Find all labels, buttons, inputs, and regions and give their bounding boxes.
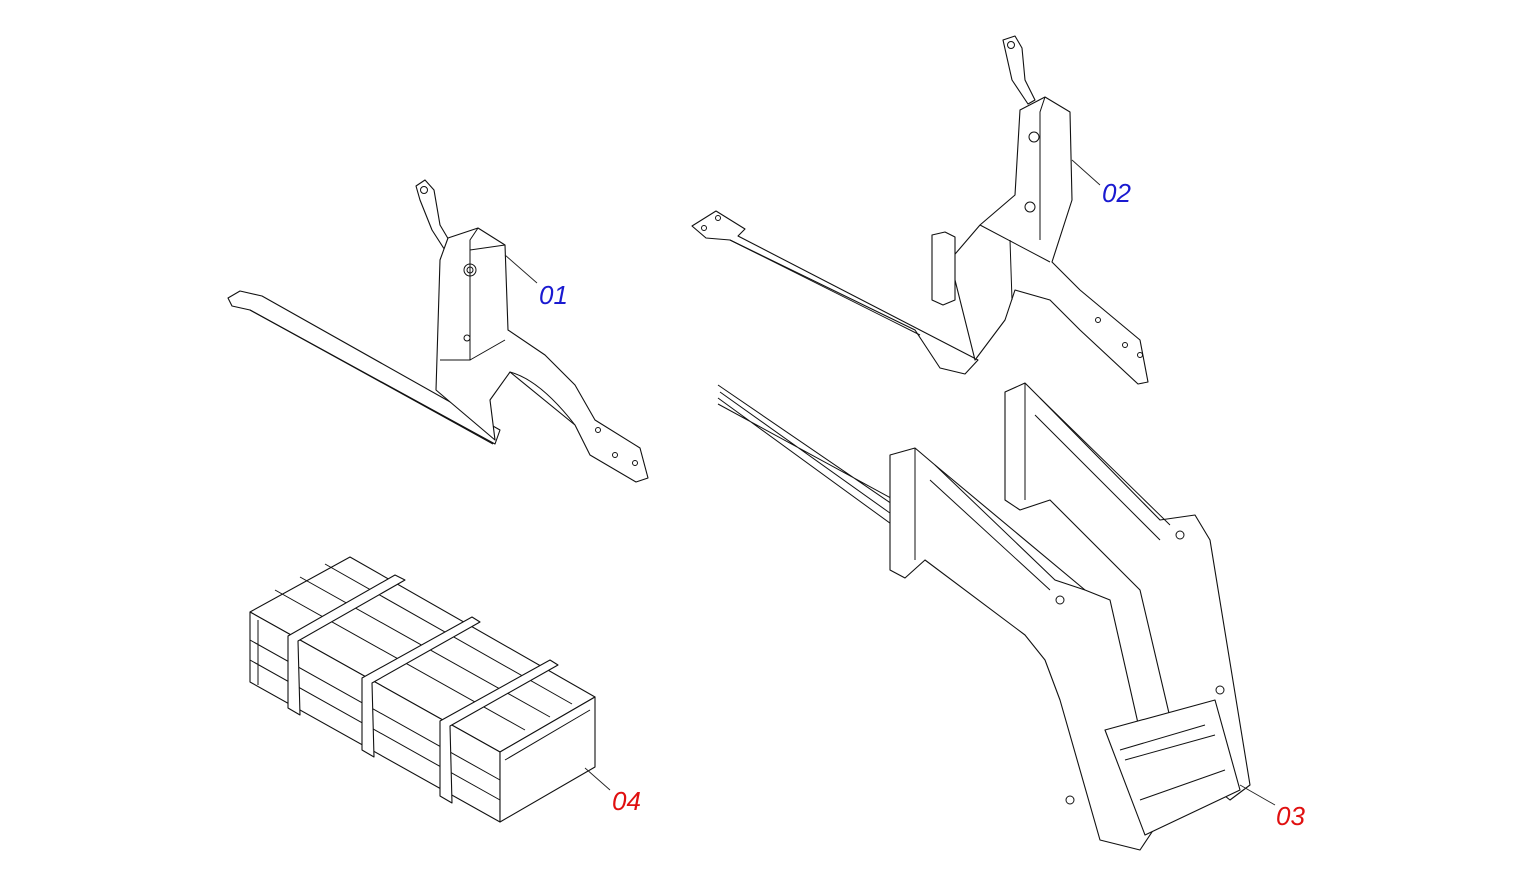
part-label-03: 03 xyxy=(1276,801,1305,831)
loader-frame-03 xyxy=(717,382,1251,851)
mount-bracket-02 xyxy=(691,35,1149,385)
mount-bracket-01 xyxy=(227,179,649,483)
part-label-04: 04 xyxy=(612,786,641,816)
part-label-02: 02 xyxy=(1102,178,1131,208)
part-label-01: 01 xyxy=(539,280,568,310)
leader-lines xyxy=(504,159,1276,806)
crate-04 xyxy=(249,556,596,823)
